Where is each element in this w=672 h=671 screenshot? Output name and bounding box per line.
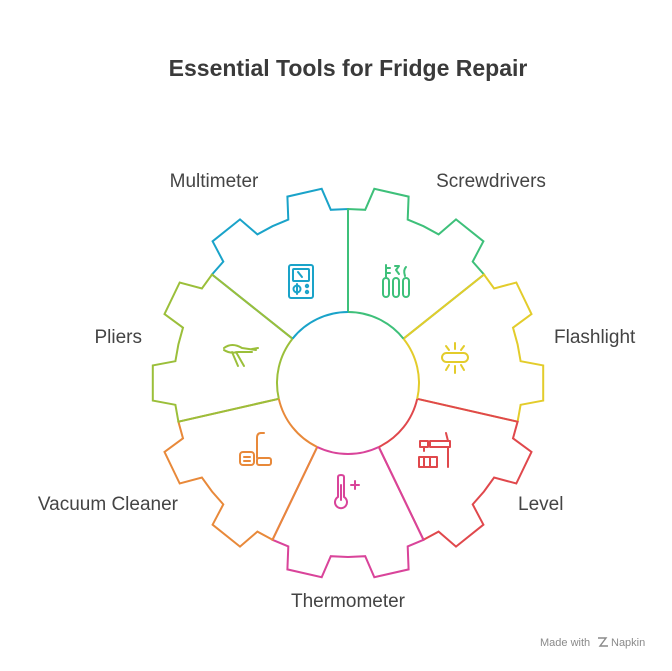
flashlight-icon: [441, 342, 469, 374]
label-multimeter: Multimeter: [170, 171, 259, 192]
footer-brand: Made with Napkin: [540, 637, 645, 649]
hub-fill: [277, 312, 419, 454]
gear-segment-vacuum-cleaner: [163, 397, 319, 548]
thermometer-icon: [334, 474, 360, 510]
hub-arc-screwdrivers: [347, 311, 405, 340]
gear-segment-flashlight: [402, 273, 545, 423]
napkin-logo-icon: [598, 637, 608, 647]
gear-ring: [151, 187, 545, 579]
gear-segment-multimeter: [210, 187, 349, 340]
segment-labels: Multimeter ScrewdriversFlashlightLevelThe…: [38, 171, 636, 612]
gear-segment-pliers: [151, 273, 294, 423]
pliers-icon: [223, 344, 259, 367]
hub-arc-vacuum-cleaner: [277, 398, 318, 448]
label-pliers: Pliers: [94, 327, 142, 348]
label-vacuum-cleaner: Vacuum Cleaner: [38, 494, 179, 515]
hub-arc-multimeter: [291, 311, 349, 340]
hub-arc-level: [378, 398, 419, 448]
label-thermometer: Thermometer: [291, 591, 406, 612]
made-with-text: Made with: [540, 637, 590, 649]
hub-arc-pliers: [276, 338, 294, 400]
hub-ring: [276, 311, 420, 456]
hub-arc-thermometer: [316, 446, 380, 456]
multimeter-icon: [288, 264, 314, 299]
hub-arc-flashlight: [402, 338, 420, 400]
gear-segment-screwdrivers: [347, 187, 486, 340]
label-flashlight: Flashlight: [554, 327, 636, 348]
screwdrivers-icon: [382, 264, 410, 298]
napkin-brand-text: Napkin: [611, 637, 645, 649]
label-screwdrivers: Screwdrivers: [436, 171, 546, 192]
gear-segment-level: [377, 397, 533, 548]
vacuum-cleaner-icon: [239, 432, 272, 466]
page-title: Essential Tools for Fridge Repair: [169, 55, 528, 81]
label-level: Level: [518, 494, 563, 515]
level-icon: [418, 432, 451, 468]
icons: [223, 264, 469, 510]
gear-segment-thermometer: [271, 446, 425, 579]
